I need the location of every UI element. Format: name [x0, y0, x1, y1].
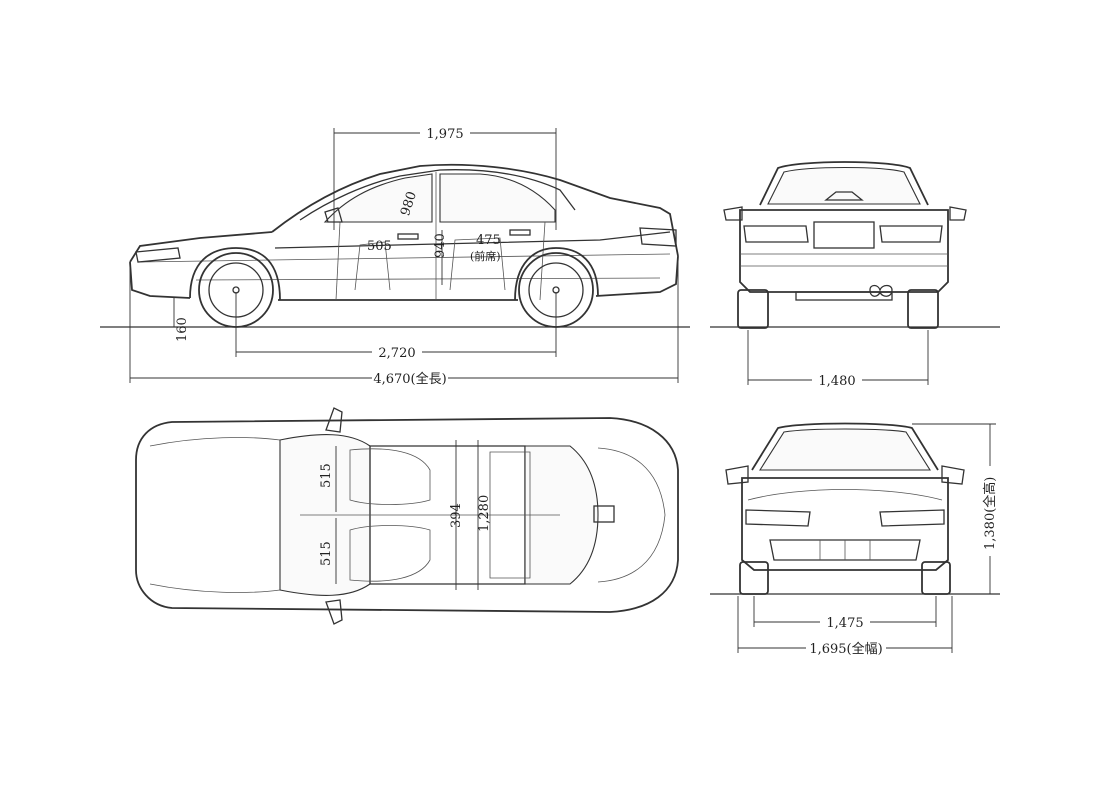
- side-front-door-seam: [335, 221, 341, 301]
- front-roof-outline: [751, 422, 939, 471]
- top-body-outline: [135, 417, 679, 613]
- top-hood: [149, 437, 281, 593]
- front-right-mirror: [941, 465, 965, 485]
- rear-right-taillight: [879, 225, 943, 243]
- rear-window: [767, 166, 921, 205]
- side-front-door-handle: [397, 233, 419, 240]
- side-rear-door-seam: [539, 221, 546, 301]
- rear-left-tyre: [737, 289, 769, 329]
- rear-license-plate: [813, 221, 875, 249]
- dim-front-headroom-label: 980: [398, 190, 420, 218]
- dim-front-legroom-label: 505: [367, 239, 392, 254]
- side-taillight: [639, 227, 677, 247]
- dim-rear-note-label: (前席): [470, 249, 501, 263]
- front-right-headlight: [879, 509, 945, 527]
- side-body-outline: [129, 163, 679, 301]
- rear-brake-light: [824, 191, 864, 201]
- front-left-tyre: [739, 561, 769, 595]
- front-left-mirror: [725, 465, 749, 485]
- dim-overall-height-bg: [980, 466, 1000, 556]
- dim-front-seat-lower-label: 515: [319, 541, 334, 566]
- top-front-right-seat: [349, 525, 431, 582]
- side-rear-arch: [514, 247, 599, 301]
- dim-overall-length-bg: [372, 370, 448, 386]
- side-beltline: [274, 231, 671, 249]
- dim-wheelbase-label: 2,720: [378, 346, 415, 361]
- dim-cabin-width-b-label: 1,280: [477, 495, 492, 532]
- dim-rear-track-label: 1,480: [818, 374, 855, 389]
- dim-overall-width-label: 1,695(全幅): [809, 641, 882, 657]
- top-view: 515 515 394 1,280: [135, 407, 679, 625]
- rear-roof-outline: [759, 161, 929, 206]
- dim-rear-track-bg: [812, 372, 862, 388]
- front-right-tyre: [921, 561, 951, 595]
- front-view: 1,380(全高) 1,475 1,695(全幅): [710, 422, 1000, 657]
- side-crease: [139, 253, 671, 263]
- dim-front-seat-upper-label: 515: [319, 463, 334, 488]
- top-trunk-lock: [593, 505, 615, 523]
- rear-underbody: [795, 291, 893, 301]
- front-body-outline: [741, 477, 949, 571]
- dim-cabin-length-label: 1,975: [426, 127, 463, 142]
- side-rear-seat: [449, 237, 506, 291]
- side-front-arch: [189, 247, 281, 301]
- dim-overall-width-bg: [806, 640, 886, 656]
- front-left-headlight: [745, 509, 811, 527]
- dim-wheelbase-bg: [372, 344, 422, 360]
- rear-view: 1,480: [710, 161, 1000, 389]
- front-windshield: [759, 428, 931, 471]
- side-headlight: [135, 247, 181, 263]
- top-rear-bench: [489, 451, 531, 579]
- dim-front-track-label: 1,475: [826, 616, 863, 631]
- side-front-seat: [354, 241, 391, 291]
- front-hood-line: [747, 489, 943, 501]
- rear-right-tyre: [907, 289, 939, 329]
- top-rear-window: [524, 445, 599, 585]
- rear-right-mirror: [949, 206, 967, 221]
- dim-ground-clearance-label: 160: [175, 317, 190, 342]
- dim-rear-legroom-label: 475: [476, 233, 501, 248]
- rear-left-taillight: [743, 225, 809, 243]
- top-front-left-seat: [349, 448, 431, 505]
- dim-overall-length-label: 4,670(全長): [373, 371, 446, 387]
- rear-left-mirror: [723, 206, 743, 221]
- side-view: 1,975 980 505 940 475 (前席) 160 2,720 4,6…: [100, 124, 690, 387]
- dim-rear-headroom-label: 940: [433, 233, 448, 258]
- side-rear-door-handle: [509, 229, 531, 236]
- dim-cabin-length-bg: [420, 124, 470, 140]
- dim-overall-height-label: 1,380(全高): [982, 477, 998, 550]
- dim-front-track-bg: [820, 614, 870, 630]
- top-right-mirror: [325, 599, 343, 625]
- dim-cabin-width-a-label: 394: [449, 503, 464, 528]
- rear-exhaust: [869, 284, 893, 297]
- top-left-mirror: [325, 407, 343, 433]
- side-sill: [195, 277, 661, 281]
- side-roofline: [299, 169, 576, 221]
- top-trunk: [597, 447, 666, 583]
- side-rear-window: [439, 173, 556, 223]
